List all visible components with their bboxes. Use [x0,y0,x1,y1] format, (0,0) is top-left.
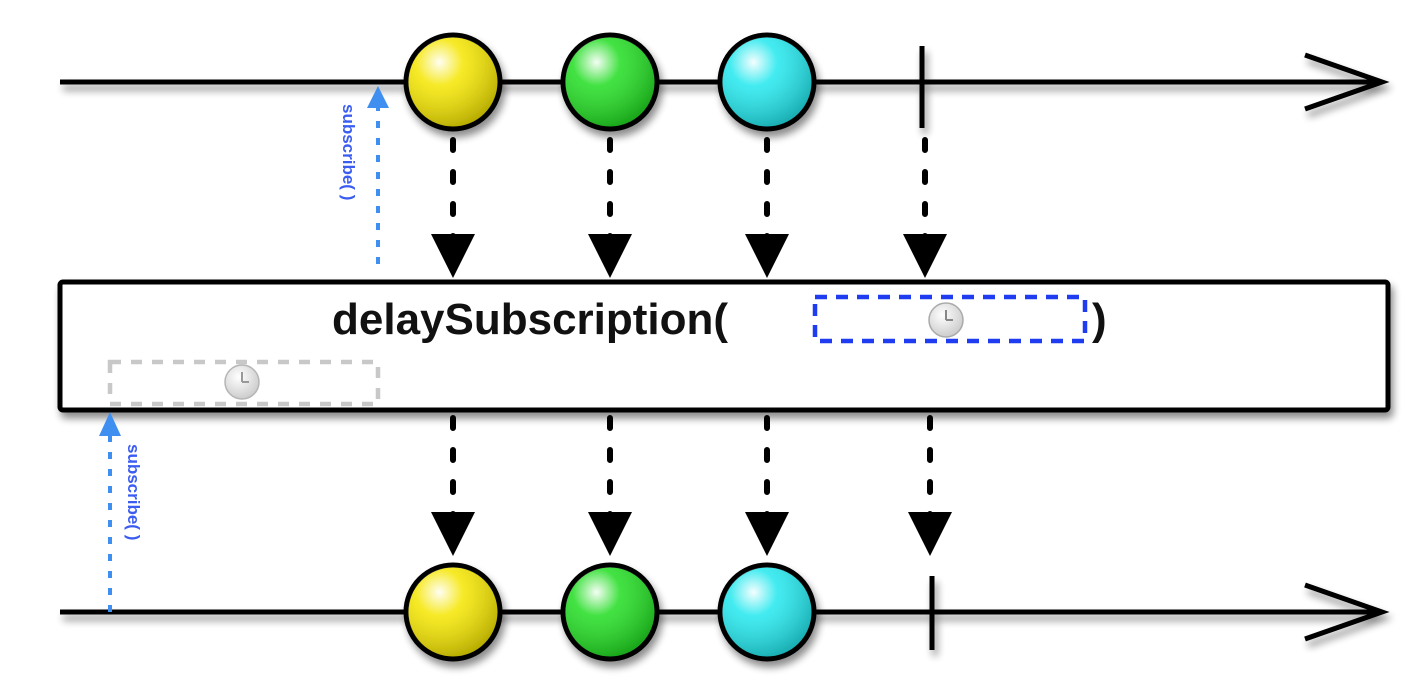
upper-arrow-3 [903,137,947,278]
operator-box: delaySubscription( ) [57,279,1391,413]
operator-subscribe-indicator: subscribe( ) [99,412,143,612]
upper-arrow-2 [745,137,789,278]
operator-name: delaySubscription( [332,295,728,344]
clock-icon [928,302,964,338]
operator-box-frame [57,279,1391,413]
lower-arrow-0 [431,415,475,556]
result-marble-cyan [717,562,817,662]
source-marble-cyan [717,32,817,132]
result-timeline-arrowhead-icon [1304,582,1390,642]
down-arrowhead-icon [431,234,475,278]
down-arrowhead-icon [588,234,632,278]
result-marble-green [560,562,660,662]
upper-transition-arrows [431,137,947,278]
source-subscribe-arrowhead-icon [367,86,389,108]
down-arrowhead-icon [903,234,947,278]
operator-close-paren: ) [1092,295,1107,344]
upper-arrow-0 [431,137,475,278]
delay-parameter-box [812,294,1088,344]
operator-subscribe-label: subscribe( ) [124,444,143,540]
upper-arrow-1 [588,137,632,278]
delay-duration-box [107,359,381,407]
result-marble-yellow [403,562,503,662]
operator-subscribe-arrowhead-icon [99,412,121,436]
down-arrowhead-icon [745,234,789,278]
source-subscribe-label: subscribe( ) [339,104,358,200]
source-subscribe-indicator: subscribe( ) [339,86,389,264]
lower-arrow-3 [908,415,952,556]
down-arrowhead-icon [431,512,475,556]
down-arrowhead-icon [745,512,789,556]
source-timeline-arrowhead-icon [1304,52,1390,112]
source-marble-yellow [403,32,503,132]
down-arrowhead-icon [588,512,632,556]
down-arrowhead-icon [908,512,952,556]
source-marbles [403,32,817,132]
lower-arrow-1 [588,415,632,556]
lower-transition-arrows [431,415,952,556]
source-marble-green [560,32,660,132]
result-marbles [403,562,817,662]
clock-icon [224,364,260,400]
lower-arrow-2 [745,415,789,556]
